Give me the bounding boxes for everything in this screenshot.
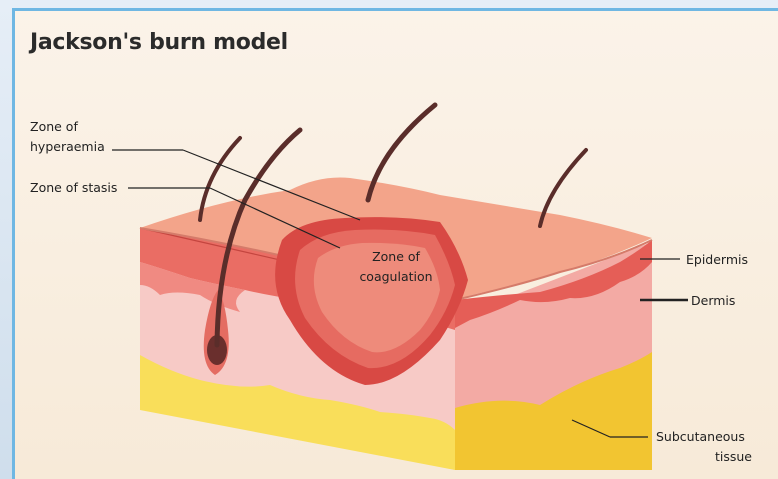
coagulation-label-line2: coagulation: [359, 269, 432, 284]
hyperaemia-label-line1: Zone of: [30, 119, 78, 134]
epidermis-label: Epidermis: [686, 252, 748, 267]
coagulation-label-line1: Zone of: [372, 249, 420, 264]
stasis-label: Zone of stasis: [30, 180, 117, 195]
dermis-label: Dermis: [691, 293, 735, 308]
subcutaneous-label-line2: tissue: [715, 449, 752, 464]
subcutaneous-label-line1: Subcutaneous: [656, 429, 745, 444]
hyperaemia-label-line2: hyperaemia: [30, 139, 105, 154]
